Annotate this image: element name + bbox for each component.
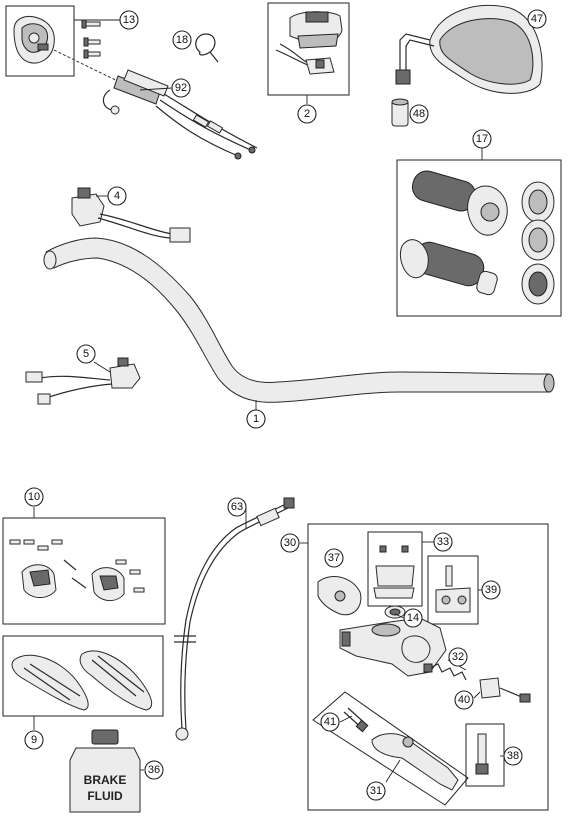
callout-40: 40 <box>454 690 474 710</box>
adjuster-screw <box>475 733 489 775</box>
callout-32: 32 <box>448 647 468 667</box>
callout-5: 5 <box>76 344 96 364</box>
control-switch <box>275 11 343 75</box>
callout-31: 31 <box>366 781 386 801</box>
reservoir-cap-ring <box>384 605 406 619</box>
box-handguard-mounts <box>2 517 166 625</box>
svg-text:31: 31 <box>370 785 382 797</box>
callout-39: 39 <box>481 580 501 600</box>
box-throttle-housing <box>5 5 75 77</box>
svg-text:17: 17 <box>476 133 488 145</box>
piston <box>479 677 531 703</box>
brake-lever <box>371 733 459 791</box>
mirror-nut <box>391 98 409 127</box>
leader-92 <box>139 87 173 91</box>
callout-13: 13 <box>119 10 139 30</box>
bottle-label-line2: FLUID <box>87 789 123 803</box>
leader-14 <box>394 613 405 619</box>
box-brake-master <box>307 523 549 811</box>
callout-18: 18 <box>172 30 192 50</box>
handlebar <box>43 237 555 403</box>
brake-hose <box>174 497 295 741</box>
callout-36: 36 <box>144 760 164 780</box>
callout-41: 41 <box>320 712 340 732</box>
svg-text:48: 48 <box>413 108 425 120</box>
svg-text:13: 13 <box>123 14 135 26</box>
callout-2: 2 <box>297 104 317 124</box>
leader-40 <box>473 691 481 699</box>
callout-38: 38 <box>503 746 523 766</box>
lever-bracket <box>317 576 362 616</box>
svg-text:37: 37 <box>328 552 340 564</box>
callout-9: 9 <box>24 730 44 750</box>
svg-text:1: 1 <box>253 413 259 425</box>
svg-text:38: 38 <box>507 750 519 762</box>
piston-spring <box>423 663 467 681</box>
leader-5 <box>93 361 111 373</box>
svg-text:10: 10 <box>28 491 40 503</box>
kill-switch <box>71 187 191 243</box>
housing-screws <box>81 19 101 59</box>
reservoir-cover <box>373 545 415 599</box>
callout-48: 48 <box>409 104 429 124</box>
throttle-cables <box>102 69 258 160</box>
callout-33: 33 <box>433 532 453 552</box>
svg-text:40: 40 <box>458 694 470 706</box>
dash-leader-housing <box>53 49 141 93</box>
callout-37: 37 <box>324 548 344 568</box>
svg-text:41: 41 <box>324 716 336 728</box>
throttle-housing <box>13 16 55 64</box>
svg-text:47: 47 <box>531 13 543 25</box>
callout-47: 47 <box>527 9 547 29</box>
svg-text:30: 30 <box>284 537 296 549</box>
box-brake-lever <box>312 691 469 806</box>
grips <box>399 170 508 296</box>
clamp-bolts <box>435 565 471 613</box>
svg-text:18: 18 <box>176 34 188 46</box>
leader-31 <box>385 759 401 783</box>
svg-text:4: 4 <box>114 190 120 202</box>
callout-1: 1 <box>246 409 266 429</box>
leader-41 <box>339 715 353 723</box>
svg-text:92: 92 <box>175 82 187 94</box>
callout-92: 92 <box>171 78 191 98</box>
cable-tie <box>195 33 219 63</box>
callout-17: 17 <box>472 129 492 149</box>
svg-text:2: 2 <box>304 108 310 120</box>
svg-text:33: 33 <box>437 536 449 548</box>
lever-pin <box>343 707 369 733</box>
svg-text:5: 5 <box>83 348 89 360</box>
callout-63: 63 <box>227 497 247 517</box>
brake-fluid-bottle: BRAKE FLUID <box>69 729 141 813</box>
svg-text:9: 9 <box>31 734 37 746</box>
box-grips <box>396 159 562 317</box>
svg-text:36: 36 <box>148 764 160 776</box>
callout-30: 30 <box>280 533 300 553</box>
svg-text:14: 14 <box>407 612 419 624</box>
svg-text:32: 32 <box>452 651 464 663</box>
bottle-label-line1: BRAKE <box>84 773 127 787</box>
box-handguards <box>2 635 164 717</box>
box-control-switch <box>267 2 350 96</box>
callout-4: 4 <box>107 186 127 206</box>
callout-10: 10 <box>24 487 44 507</box>
throttle-cams <box>521 181 555 305</box>
handguards <box>11 650 153 711</box>
mirror <box>395 4 543 94</box>
svg-text:39: 39 <box>485 584 497 596</box>
svg-text:63: 63 <box>231 501 243 513</box>
starter-switch <box>25 357 141 405</box>
handguard-mounts <box>9 539 145 601</box>
callout-14: 14 <box>403 608 423 628</box>
